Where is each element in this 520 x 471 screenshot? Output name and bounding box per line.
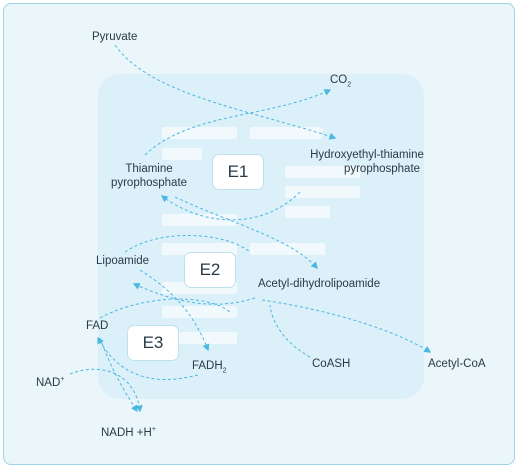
enzyme-e1-box: E1: [212, 154, 264, 190]
label-thiamine-pyrophosphate: Thiamine pyrophosphate: [103, 162, 195, 190]
nadh-text: NADH +H: [101, 426, 152, 439]
label-fadh2: FADH2: [192, 359, 227, 378]
enzyme-e3-box: E3: [127, 325, 179, 361]
enzyme-e3-label: E3: [142, 333, 164, 352]
arrow-lipoamide-loop: [124, 235, 251, 253]
decor-bar: [285, 186, 360, 198]
nad-text: NAD: [36, 376, 61, 389]
label-co2: CO2: [330, 73, 351, 92]
decor-bar: [250, 127, 322, 139]
decor-bar: [162, 214, 237, 226]
arrow-thiamine-to-acetyl-dihydrolipoamide: [174, 196, 318, 270]
nad-superscript: +: [60, 376, 65, 383]
fadh2-text: FADH: [192, 360, 223, 372]
decor-bar: [285, 206, 330, 218]
label-nadh: NADH +H+: [101, 423, 156, 440]
thiamine-line1: Thiamine: [125, 163, 173, 175]
fadh2-subscript: 2: [222, 367, 227, 375]
arrow-fad-loop: [99, 298, 231, 319]
label-hydroxyethyl-thiamine-pyrophosphate: Hydroxyethyl-thiamine pyrophosphate: [296, 148, 438, 176]
arrow-hydroxyethyl-to-thiamine: [160, 191, 301, 221]
decor-bar: [162, 127, 237, 139]
enzyme-e2-label: E2: [199, 260, 221, 279]
label-acetyl-dihydrolipoamide: Acetyl-dihydrolipoamide: [258, 278, 381, 290]
enzyme-e2-box: E2: [184, 252, 236, 288]
arrow-coash-branch: [269, 304, 311, 358]
arrow-nad-to-nadh: [69, 368, 143, 413]
decor-bar: [162, 332, 237, 344]
co2-text: CO: [330, 74, 348, 86]
decor-bar: [285, 166, 360, 178]
label-lipoamide: Lipoamide: [96, 255, 150, 267]
arrow-lipoamide-to-fadh2: [139, 269, 210, 352]
label-pyruvate: Pyruvate: [92, 31, 138, 43]
hydroxyethyl-line1: Hydroxyethyl-thiamine: [310, 149, 424, 161]
co2-subscript: 2: [347, 81, 352, 89]
thiamine-line2: pyrophosphate: [110, 177, 188, 189]
arrow-pyruvate-to-hydroxyethyl: [114, 44, 337, 140]
decor-bar: [162, 148, 202, 160]
label-acetyl-coa: Acetyl-CoA: [428, 358, 486, 370]
nadh-superscript: +: [151, 426, 156, 433]
label-fad: FAD: [86, 320, 109, 332]
label-nad: NAD+: [36, 373, 64, 390]
decor-bar: [250, 243, 325, 255]
enzyme-e1-label: E1: [227, 162, 249, 181]
arrow-thiamine-to-co2: [144, 89, 332, 156]
hydroxyethyl-line2: pyrophosphate: [343, 163, 421, 175]
decor-bar: [162, 306, 237, 318]
arrow-to-acetyl-coa: [261, 299, 432, 353]
arrow-to-lipoamide: [132, 283, 256, 305]
label-coash: CoASH: [312, 358, 351, 370]
arrow-fad-to-nadh: [99, 337, 138, 413]
